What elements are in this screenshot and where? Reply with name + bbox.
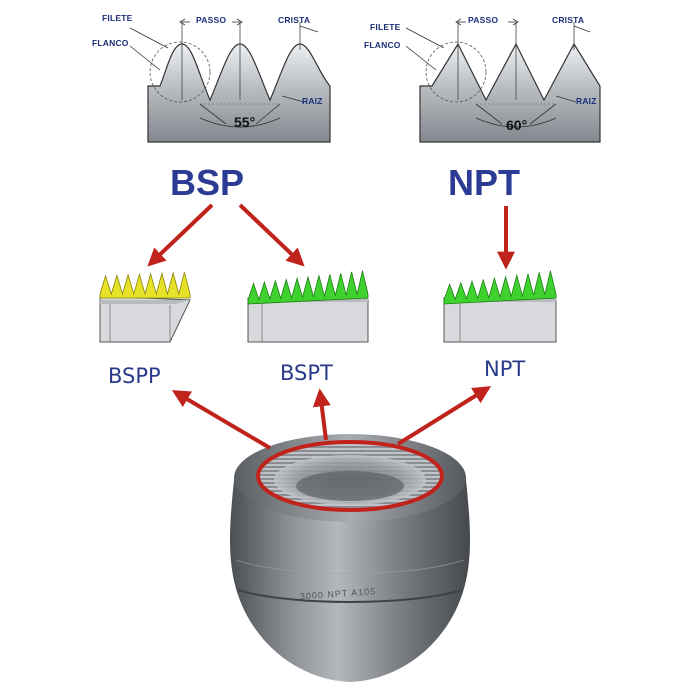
fitting-arrows <box>171 386 492 450</box>
bspp-label: BSPP <box>108 364 161 388</box>
fitting-highlight-ring <box>256 440 444 512</box>
npt-passo-label: PASSO <box>468 15 498 25</box>
header-arrows <box>147 203 515 270</box>
bspt-label: BSPT <box>280 361 333 385</box>
bsp-header: BSP <box>170 162 244 203</box>
npt-flanco-label: FLANCO <box>364 40 401 50</box>
fitting-photo: 3000 NPT A105 <box>230 434 470 682</box>
bspt-teeth <box>247 270 369 305</box>
arrow-fitting-to-npt <box>396 386 492 446</box>
bsp-raiz-label: RAIZ <box>302 96 323 106</box>
npt-angle-label: 60° <box>506 117 527 133</box>
bsp-crista-label: CRISTA <box>278 15 310 25</box>
bsp-filete-label: FILETE <box>102 13 133 23</box>
bspp-thread-sample <box>99 271 191 343</box>
npt-label: NPT <box>484 357 525 381</box>
npt-crista-label: CRISTA <box>552 15 584 25</box>
npt-filete-label: FILETE <box>370 22 401 32</box>
bsp-detail-circle <box>149 41 211 103</box>
bsp-angle-label: 55° <box>234 114 255 130</box>
arrow-fitting-to-bspp <box>171 390 272 450</box>
arrow-bsp-to-bspp <box>147 203 214 267</box>
npt-detail-circle <box>425 41 487 103</box>
arrow-fitting-to-bspt <box>312 388 331 441</box>
arrow-bsp-to-bspt <box>238 203 305 267</box>
bspp-teeth <box>99 271 191 299</box>
bsp-flanco-label: FLANCO <box>92 38 129 48</box>
npt-thread-sample <box>443 270 557 343</box>
fitting-weld-line <box>237 589 463 603</box>
bsp-passo-label: PASSO <box>196 15 226 25</box>
npt-teeth <box>443 270 557 305</box>
npt-thread-profile: FILETE PASSO CRISTA FLANCO RAIZ 60° <box>364 15 601 143</box>
bsp-thread-profile: FILETE PASSO CRISTA FLANCO RAIZ 55° <box>92 13 331 143</box>
npt-raiz-label: RAIZ <box>576 96 597 106</box>
npt-header: NPT <box>448 162 520 203</box>
bspt-thread-sample <box>247 270 369 343</box>
fitting-body <box>230 480 470 682</box>
